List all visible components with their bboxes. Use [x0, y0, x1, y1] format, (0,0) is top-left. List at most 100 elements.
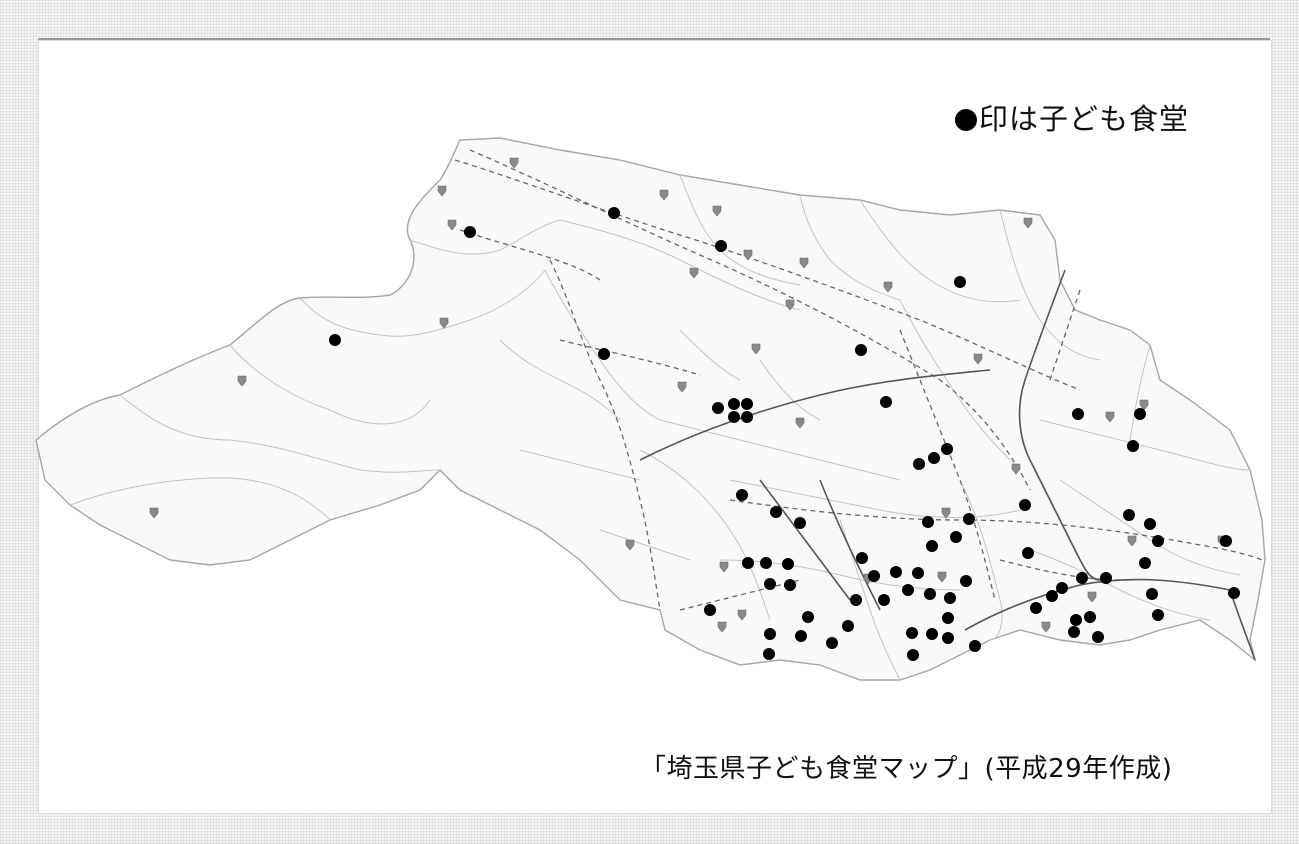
kodomo-shokudo-marker — [802, 611, 814, 623]
prefecture-outline — [35, 137, 1266, 681]
municipal-office-icon — [1127, 535, 1137, 547]
kodomo-shokudo-marker — [1084, 611, 1096, 623]
kodomo-shokudo-marker — [598, 348, 610, 360]
map-caption: 「埼玉県子ども食堂マップ」(平成29年作成) — [640, 754, 1173, 784]
kodomo-shokudo-marker — [1068, 626, 1080, 638]
municipal-office-icon — [751, 343, 761, 355]
kodomo-shokudo-marker — [728, 398, 740, 410]
municipal-office-icon — [1087, 591, 1097, 603]
municipal-office-icon — [785, 299, 795, 311]
kodomo-shokudo-marker — [942, 632, 954, 644]
municipal-office-icon — [883, 281, 893, 293]
municipal-office-icon — [941, 507, 951, 519]
municipal-office-icon — [737, 609, 747, 621]
kodomo-shokudo-marker — [868, 570, 880, 582]
kodomo-shokudo-marker — [842, 620, 854, 632]
municipal-office-markers — [149, 157, 1227, 633]
kodomo-shokudo-marker — [1072, 408, 1084, 420]
municipal-boundaries — [69, 174, 1251, 681]
kodomo-shokudo-marker — [760, 557, 772, 569]
municipal-office-icon — [712, 205, 722, 217]
kodomo-shokudo-marker — [1123, 509, 1135, 521]
kodomo-shokudo-marker — [926, 540, 938, 552]
municipal-office-icon — [677, 381, 687, 393]
kodomo-shokudo-marker — [1030, 602, 1042, 614]
municipal-office-icon — [1105, 411, 1115, 423]
municipal-office-icon — [447, 219, 457, 231]
kodomo-shokudo-marker — [741, 411, 753, 423]
kodomo-shokudo-marker — [1100, 572, 1112, 584]
kodomo-shokudo-marker — [963, 513, 975, 525]
municipal-office-icon — [509, 157, 519, 169]
kodomo-shokudo-marker — [826, 637, 838, 649]
kodomo-shokudo-marker — [924, 588, 936, 600]
kodomo-shokudo-marker — [954, 276, 966, 288]
kodomo-shokudo-marker — [1152, 535, 1164, 547]
municipal-office-icon — [719, 561, 729, 573]
municipal-office-icon — [1011, 463, 1021, 475]
black-circle-marker-icon — [955, 109, 977, 131]
kodomo-shokudo-marker — [855, 344, 867, 356]
kodomo-shokudo-marker — [712, 402, 724, 414]
kodomo-shokudo-marker — [1056, 582, 1068, 594]
kodomo-shokudo-marker — [902, 584, 914, 596]
kodomo-shokudo-marker — [764, 628, 776, 640]
kodomo-shokudo-marker — [1070, 614, 1082, 626]
municipal-office-icon — [1041, 621, 1051, 633]
kodomo-shokudo-marker — [942, 612, 954, 624]
municipal-office-icon — [795, 417, 805, 429]
kodomo-shokudo-marker — [794, 517, 806, 529]
kodomo-shokudo-marker — [941, 443, 953, 455]
kodomo-shokudo-marker — [608, 207, 620, 219]
kodomo-shokudo-marker — [784, 579, 796, 591]
kodomo-shokudo-marker — [926, 628, 938, 640]
kodomo-shokudo-marker — [741, 398, 753, 410]
kodomo-shokudo-marker — [906, 627, 918, 639]
kodomo-shokudo-markers — [329, 207, 1240, 661]
kodomo-shokudo-marker — [1019, 499, 1031, 511]
panel-top-border — [38, 38, 1270, 40]
municipal-office-icon — [237, 375, 247, 387]
kodomo-shokudo-marker — [850, 594, 862, 606]
kodomo-shokudo-marker — [715, 240, 727, 252]
municipal-office-icon — [437, 185, 447, 197]
map-legend: 印は子ども食堂 — [955, 96, 1189, 138]
municipal-office-icon — [439, 317, 449, 329]
expressways — [454, 149, 1263, 611]
kodomo-shokudo-marker — [1228, 587, 1240, 599]
kodomo-shokudo-marker — [1139, 557, 1151, 569]
kodomo-shokudo-marker — [890, 566, 902, 578]
kodomo-shokudo-marker — [1152, 609, 1164, 621]
kodomo-shokudo-marker — [928, 452, 940, 464]
kodomo-shokudo-marker — [770, 506, 782, 518]
kodomo-shokudo-marker — [912, 567, 924, 579]
kodomo-shokudo-marker — [944, 592, 956, 604]
municipal-office-icon — [743, 249, 753, 261]
kodomo-shokudo-marker — [1134, 408, 1146, 420]
kodomo-shokudo-marker — [1146, 588, 1158, 600]
kodomo-shokudo-marker — [1092, 631, 1104, 643]
kodomo-shokudo-marker — [856, 552, 868, 564]
kodomo-shokudo-marker — [1046, 590, 1058, 602]
kodomo-shokudo-marker — [969, 640, 981, 652]
municipal-office-icon — [149, 507, 159, 519]
municipal-office-icon — [659, 189, 669, 201]
kodomo-shokudo-marker — [728, 411, 740, 423]
kodomo-shokudo-marker — [878, 594, 890, 606]
kodomo-shokudo-marker — [764, 578, 776, 590]
kodomo-shokudo-marker — [960, 575, 972, 587]
municipal-office-icon — [937, 571, 947, 583]
legend-text: 印は子ども食堂 — [979, 102, 1190, 136]
municipal-office-icon — [799, 257, 809, 269]
kodomo-shokudo-marker — [329, 334, 341, 346]
kodomo-shokudo-marker — [1144, 518, 1156, 530]
municipal-office-icon — [625, 539, 635, 551]
kodomo-shokudo-marker — [464, 226, 476, 238]
kodomo-shokudo-marker — [922, 516, 934, 528]
municipal-office-icon — [717, 621, 727, 633]
municipal-office-icon — [689, 267, 699, 279]
kodomo-shokudo-marker — [950, 531, 962, 543]
kodomo-shokudo-marker — [704, 604, 716, 616]
kodomo-shokudo-marker — [1022, 547, 1034, 559]
